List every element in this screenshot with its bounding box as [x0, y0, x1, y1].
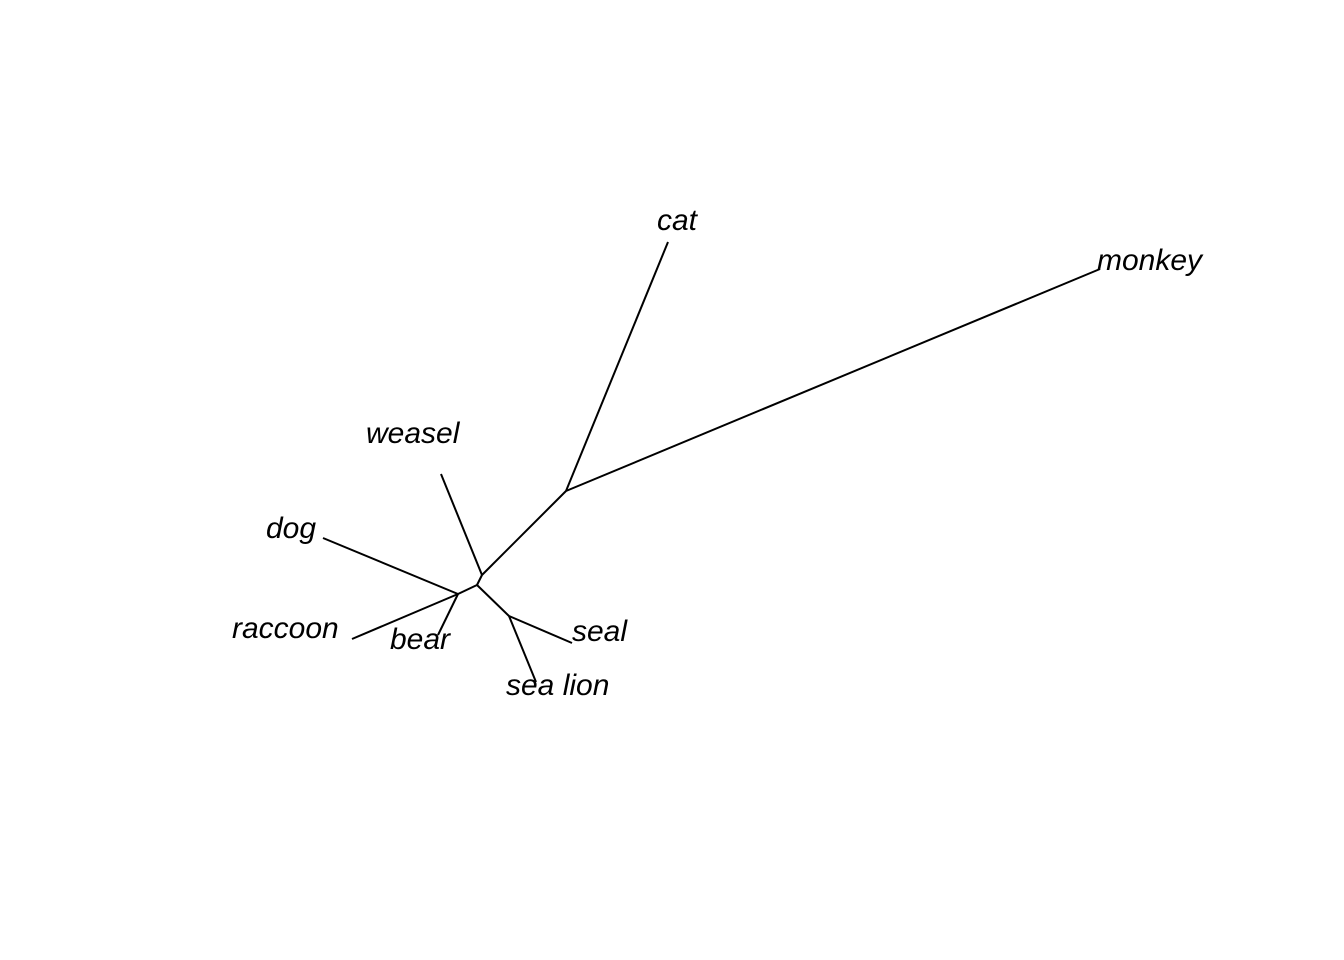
tip-label-monkey: monkey	[1097, 244, 1204, 277]
tip-label-raccoon: raccoon	[232, 612, 339, 645]
branch-sea-lion	[508, 615, 537, 683]
tip-label-weasel: weasel	[366, 417, 461, 450]
branch-internal-pinniped	[476, 584, 510, 617]
tip-label-cat: cat	[657, 204, 699, 237]
branch-internal-b	[457, 584, 478, 595]
tip-label-dog: dog	[266, 512, 316, 545]
tip-label-bear: bear	[390, 623, 451, 656]
branch-raccoon	[351, 593, 459, 640]
branch-monkey	[565, 268, 1101, 492]
branch-bear	[437, 593, 459, 636]
branch-dog	[322, 537, 459, 595]
tree-branches	[322, 241, 1101, 683]
tip-labels: cat monkey weasel dog raccoon bear seal …	[232, 204, 1204, 702]
branch-weasel	[440, 473, 483, 576]
branch-seal	[508, 615, 573, 644]
tip-label-seal: seal	[572, 615, 628, 648]
branch-internal-a	[476, 574, 483, 586]
branch-cat	[565, 241, 669, 492]
branch-internal-root	[481, 490, 567, 576]
tip-label-sea-lion: sea lion	[506, 669, 609, 702]
